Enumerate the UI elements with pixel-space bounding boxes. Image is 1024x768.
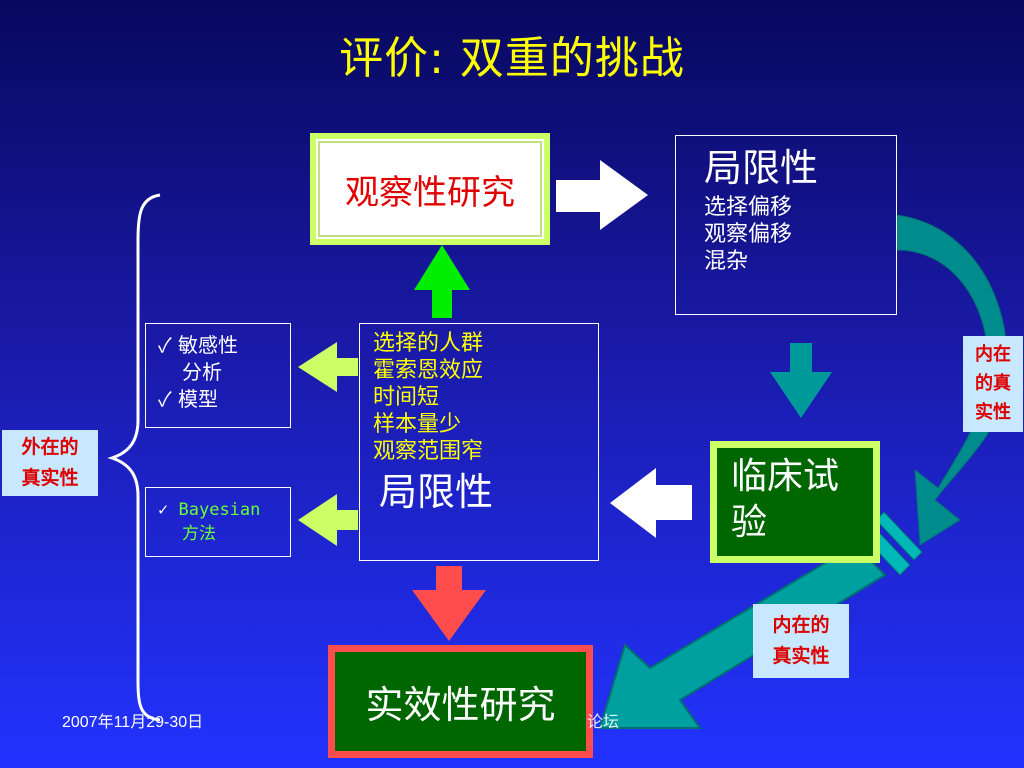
label-line: 内在的	[772, 614, 830, 636]
lightgreen-arrow-left-upper	[298, 342, 358, 392]
method-label: Bayesian	[178, 500, 261, 520]
limitation-item: 选择的人群	[373, 331, 484, 356]
observational-study-box: 观察性研究	[310, 133, 550, 245]
teal-arrow-down	[770, 343, 832, 418]
label-line: 实性	[975, 402, 1011, 423]
method-label: 模型	[178, 387, 219, 411]
label-line: 外在的	[21, 436, 79, 458]
trial-label: 临床试	[731, 456, 840, 497]
limitation-item: 时间短	[373, 385, 440, 410]
method-label: 敏感性	[178, 333, 239, 357]
method-item: ✓ 敏感性	[158, 332, 290, 359]
limitation-item: 样本量少	[373, 412, 462, 437]
red-arrow-down	[412, 566, 486, 641]
label-line: 内在	[975, 344, 1011, 365]
curly-brace	[107, 193, 161, 722]
slide-title: 评价: 双重的挑战	[339, 33, 685, 84]
check-icon: ✓	[158, 387, 172, 411]
white-arrow-right	[556, 160, 648, 230]
check-icon: ✓	[158, 500, 169, 520]
slide-footer: 2007年11月29-30日 论坛	[0, 700, 1024, 768]
effectiveness-study-box: 实效性研究	[328, 645, 593, 758]
method-label: 方法	[182, 524, 216, 544]
label-line: 真实性	[772, 645, 830, 667]
limitation-item: 混杂	[704, 249, 749, 274]
label-line: 的真	[975, 373, 1011, 394]
limitation-item: 选择偏移	[704, 195, 793, 220]
check-icon: ✓	[158, 333, 172, 357]
limitations-heading: 局限性	[379, 470, 494, 514]
footer-venue: 论坛	[587, 714, 620, 731]
white-arrow-left	[610, 468, 692, 538]
external-validity-label: 外在的 真实性	[2, 430, 98, 496]
method-item: ✓ 模型	[158, 386, 290, 413]
limitation-item: 观察偏移	[704, 222, 793, 247]
lightgreen-arrow-left-lower	[298, 494, 358, 546]
clinical-trial-box: 临床试 验	[710, 441, 880, 563]
internal-validity-label-bottom: 内在的 真实性	[753, 604, 849, 678]
footer-date: 2007年11月29-30日	[62, 714, 204, 731]
limitations-box-middle: 选择的人群 霍索恩效应 时间短 样本量少 观察范围窄 局限性	[359, 323, 599, 561]
limitation-item: 霍索恩效应	[373, 358, 484, 383]
internal-validity-label-right: 内在 的真 实性	[963, 336, 1023, 432]
method-label: 分析	[182, 360, 222, 384]
trial-label: 验	[731, 502, 768, 543]
label-line: 真实性	[21, 467, 79, 489]
sensitivity-methods-box: ✓ 敏感性 分析 ✓ 模型	[145, 323, 291, 428]
limitation-item: 观察范围窄	[373, 439, 484, 464]
bayesian-methods-box: ✓ Bayesian 方法	[145, 487, 291, 557]
limitations-heading: 局限性	[704, 146, 819, 190]
green-arrow-up	[414, 245, 470, 318]
method-item: ✓ Bayesian	[158, 498, 290, 522]
limitations-box-top: 局限性 选择偏移 观察偏移 混杂	[675, 135, 897, 315]
